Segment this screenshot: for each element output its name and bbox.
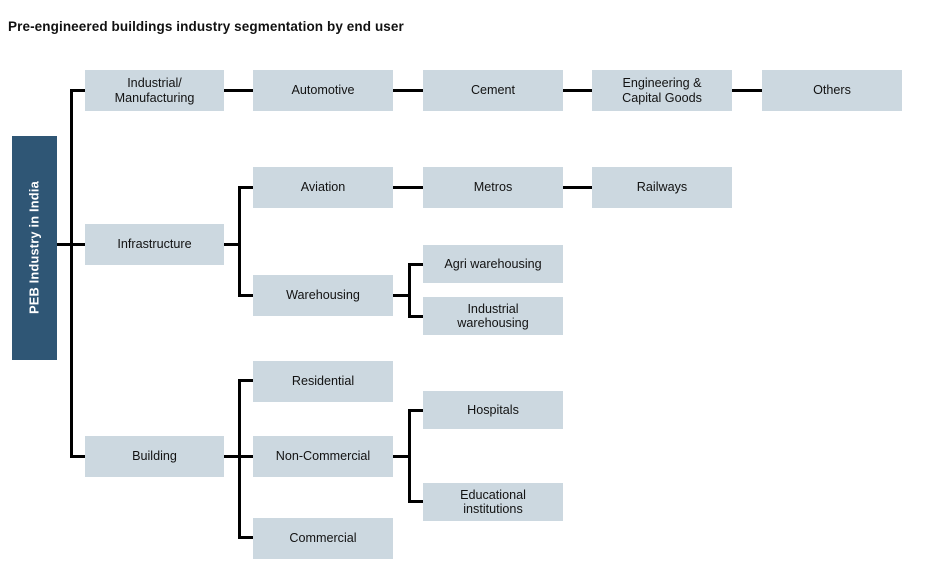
connector-bracket-warehousing bbox=[238, 294, 255, 297]
connector-engineering-others bbox=[732, 89, 763, 92]
node-warehousing[interactable]: Warehousing bbox=[253, 275, 393, 316]
connector-bracket-aviation bbox=[238, 186, 255, 189]
node-cement[interactable]: Cement bbox=[423, 70, 563, 111]
connector-trunk-infrastructure bbox=[70, 243, 87, 246]
node-railways[interactable]: Railways bbox=[592, 167, 732, 208]
connector-trunk-industrial bbox=[70, 89, 87, 92]
connector-bracket-industrial-warehousing bbox=[408, 315, 425, 318]
connector-infrastructure-bracket bbox=[238, 186, 241, 297]
connector-trunk-building bbox=[70, 455, 87, 458]
node-hospitals[interactable]: Hospitals bbox=[423, 391, 563, 429]
node-label-line: Industrial/ bbox=[127, 76, 182, 90]
connector-building-bracket bbox=[238, 379, 241, 538]
node-root-peb-industry[interactable]: PEB Industry in India bbox=[12, 136, 57, 360]
page-title: Pre-engineered buildings industry segmen… bbox=[8, 19, 404, 34]
node-label-line: Manufacturing bbox=[114, 90, 195, 105]
connector-bracket-residential bbox=[238, 379, 255, 382]
connector-metros-railways bbox=[562, 186, 593, 189]
connector-non-commercial-bracket bbox=[408, 409, 411, 503]
node-others[interactable]: Others bbox=[762, 70, 902, 111]
node-label-line: institutions bbox=[463, 502, 523, 516]
node-engineering-capital-goods[interactable]: Engineering & Capital Goods bbox=[592, 70, 732, 111]
node-industrial-manufacturing[interactable]: Industrial/ Manufacturing bbox=[85, 70, 224, 111]
node-educational-institutions[interactable]: Educational institutions bbox=[423, 483, 563, 521]
connector-bracket-educational bbox=[408, 500, 425, 503]
node-label-line: Educational bbox=[460, 487, 526, 502]
node-label-line: Capital Goods bbox=[622, 90, 702, 105]
connector-bracket-commercial bbox=[238, 536, 255, 539]
node-residential[interactable]: Residential bbox=[253, 361, 393, 402]
connector-non-commercial-stub bbox=[393, 455, 411, 458]
node-label-line: warehousing bbox=[457, 316, 529, 330]
connector-aviation-metros bbox=[393, 186, 424, 189]
connector-warehousing-bracket bbox=[408, 263, 411, 318]
node-metros[interactable]: Metros bbox=[423, 167, 563, 208]
node-commercial[interactable]: Commercial bbox=[253, 518, 393, 559]
connector-cement-engineering bbox=[562, 89, 593, 92]
connector-bracket-non-commercial bbox=[238, 455, 255, 458]
node-industrial-warehousing[interactable]: Industrial warehousing bbox=[423, 297, 563, 335]
connector-warehousing-stub bbox=[393, 294, 411, 297]
node-infrastructure[interactable]: Infrastructure bbox=[85, 224, 224, 265]
connector-infrastructure-stub bbox=[223, 243, 241, 246]
node-building[interactable]: Building bbox=[85, 436, 224, 477]
node-agri-warehousing[interactable]: Agri warehousing bbox=[423, 245, 563, 283]
connector-root-trunk bbox=[70, 89, 73, 458]
node-non-commercial[interactable]: Non-Commercial bbox=[253, 436, 393, 477]
node-automotive[interactable]: Automotive bbox=[253, 70, 393, 111]
node-aviation[interactable]: Aviation bbox=[253, 167, 393, 208]
connector-building-stub bbox=[223, 455, 241, 458]
node-label-line: Industrial bbox=[467, 301, 519, 316]
connector-bracket-agri-warehousing bbox=[408, 263, 425, 266]
connector-industrial-automotive bbox=[223, 89, 254, 92]
node-label-line: Engineering & bbox=[622, 76, 702, 90]
connector-automotive-cement bbox=[393, 89, 424, 92]
connector-bracket-hospitals bbox=[408, 409, 425, 412]
